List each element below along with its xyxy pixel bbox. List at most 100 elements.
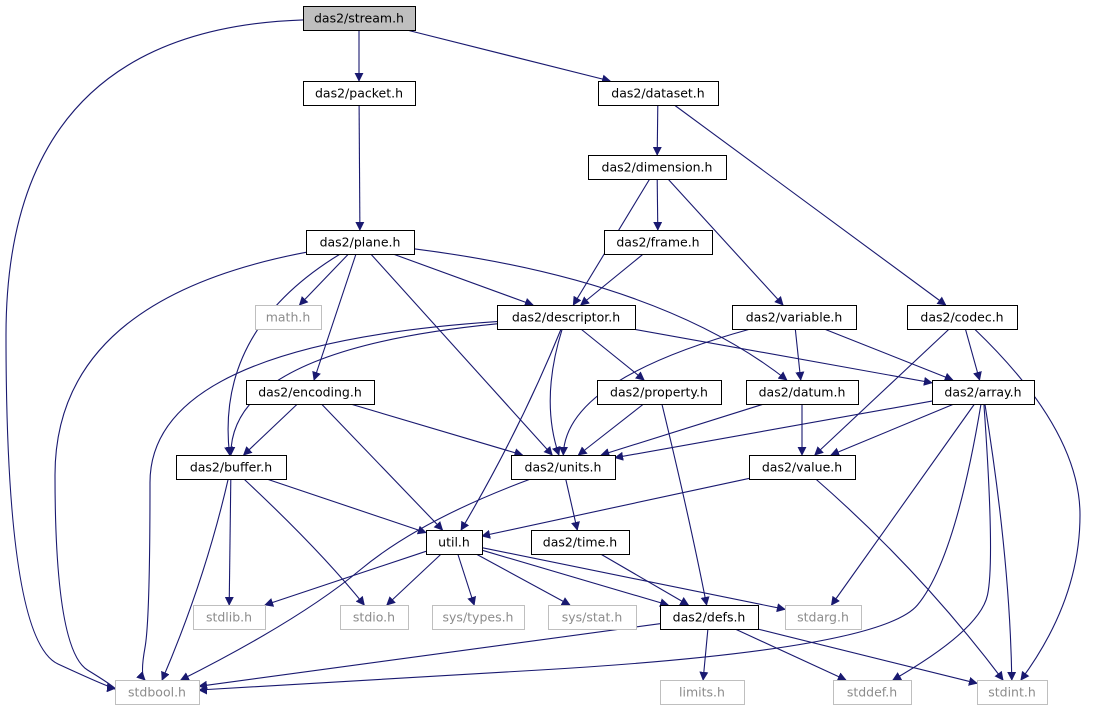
- edge-descriptor-to-util: [460, 328, 562, 531]
- node-time[interactable]: das2/time.h: [531, 530, 630, 555]
- edge-defs-to-stddef: [734, 628, 847, 681]
- edge-util-to-systypes: [457, 553, 477, 606]
- node-box: [660, 605, 759, 630]
- edge-dataset-to-codec: [673, 104, 947, 306]
- node-box: [432, 605, 525, 630]
- node-box: [597, 380, 722, 405]
- node-label: stdint.h: [988, 685, 1036, 700]
- edge-buffer-to-stdio: [243, 478, 365, 606]
- node-label: das2/buffer.h: [190, 460, 272, 475]
- node-encoding[interactable]: das2/encoding.h: [246, 380, 375, 405]
- node-dimension[interactable]: das2/dimension.h: [588, 155, 727, 180]
- edge-descriptor-to-units: [549, 328, 563, 456]
- edge-time-to-defs: [600, 553, 690, 606]
- edge-variable-to-datum: [794, 328, 805, 381]
- node-label: das2/units.h: [525, 460, 602, 475]
- node-datum[interactable]: das2/datum.h: [746, 380, 859, 405]
- node-box: [746, 380, 859, 405]
- node-label: das2/encoding.h: [258, 385, 362, 400]
- node-label: das2/codec.h: [920, 310, 1003, 325]
- edge-plane-to-units: [370, 253, 553, 456]
- node-label: das2/defs.h: [673, 610, 746, 625]
- node-box: [833, 680, 912, 705]
- edge-packet-to-plane: [355, 104, 365, 231]
- node-label: stddef.h: [847, 685, 897, 700]
- edge-dimension-to-frame: [653, 178, 663, 231]
- node-label: das2/frame.h: [616, 235, 699, 250]
- edge-defs-to-limits: [699, 628, 709, 681]
- node-label: math.h: [266, 310, 311, 325]
- edge-plane-to-stdbool: [54, 251, 307, 695]
- edge-array-to-units: [614, 400, 933, 461]
- edge-plane-to-buffer: [224, 253, 341, 456]
- edge-variable-to-array: [823, 328, 954, 382]
- node-box: [340, 605, 409, 630]
- edge-encoding-to-units: [350, 403, 524, 458]
- node-box: [303, 6, 416, 31]
- edge-defs-to-stdint: [757, 628, 978, 686]
- node-label: das2/value.h: [762, 460, 842, 475]
- edge-descriptor-to-property: [580, 328, 645, 381]
- node-units[interactable]: das2/units.h: [511, 455, 616, 480]
- node-box: [604, 230, 713, 255]
- node-box: [932, 380, 1035, 405]
- node-label: das2/dataset.h: [611, 86, 704, 101]
- node-box: [660, 680, 745, 705]
- node-box: [548, 605, 637, 630]
- edge-defs-to-stdbool: [198, 623, 661, 690]
- node-stdint: stdint.h: [977, 680, 1048, 705]
- node-label: stdlib.h: [206, 610, 252, 625]
- node-stdarg: stdarg.h: [785, 605, 862, 630]
- edge-units-to-time: [565, 478, 580, 531]
- node-box: [115, 680, 200, 705]
- node-stdio: stdio.h: [340, 605, 409, 630]
- node-layer: das2/stream.h das2/packet.h das2/dataset.h…: [115, 6, 1048, 705]
- edge-codec-to-value: [814, 328, 950, 456]
- edge-stream-to-dataset: [406, 29, 612, 84]
- node-packet[interactable]: das2/packet.h: [303, 81, 416, 106]
- node-stream[interactable]: das2/stream.h: [303, 6, 416, 31]
- node-box: [497, 305, 636, 330]
- edge-array-to-stddef: [892, 403, 992, 681]
- edge-encoding-to-util: [321, 403, 444, 531]
- node-value[interactable]: das2/value.h: [749, 455, 856, 480]
- edge-buffer-to-stdlib: [224, 478, 234, 606]
- node-variable[interactable]: das2/variable.h: [732, 305, 857, 330]
- edge-frame-to-descriptor: [580, 253, 644, 306]
- edge-buffer-to-util: [266, 478, 427, 535]
- node-box: [907, 305, 1018, 330]
- edge-util-to-stdio: [386, 553, 442, 606]
- edge-dimension-to-variable: [667, 178, 784, 306]
- node-util[interactable]: util.h: [426, 530, 483, 555]
- node-box: [785, 605, 862, 630]
- node-codec[interactable]: das2/codec.h: [907, 305, 1018, 330]
- node-label: das2/variable.h: [746, 310, 843, 325]
- edge-array-to-stdint: [984, 403, 1017, 681]
- node-buffer[interactable]: das2/buffer.h: [176, 455, 287, 480]
- edge-value-to-util: [481, 477, 750, 539]
- node-defs[interactable]: das2/defs.h: [660, 605, 759, 630]
- edge-property-to-defs: [661, 403, 710, 606]
- edge-array-to-value: [830, 403, 955, 457]
- node-label: sys/types.h: [443, 610, 514, 625]
- node-box: [246, 380, 375, 405]
- node-label: das2/descriptor.h: [512, 310, 620, 325]
- edge-layer: [5, 19, 1081, 695]
- node-label: limits.h: [679, 685, 725, 700]
- node-box: [426, 530, 483, 555]
- edge-buffer-to-stdbool: [161, 478, 229, 681]
- node-plane[interactable]: das2/plane.h: [306, 230, 415, 255]
- edge-plane-to-datum: [413, 248, 788, 381]
- node-frame[interactable]: das2/frame.h: [604, 230, 713, 255]
- node-descriptor[interactable]: das2/descriptor.h: [497, 305, 636, 330]
- node-dataset[interactable]: das2/dataset.h: [598, 81, 719, 106]
- node-property[interactable]: das2/property.h: [597, 380, 722, 405]
- node-systypes: sys/types.h: [432, 605, 525, 630]
- node-label: das2/stream.h: [314, 11, 404, 26]
- node-label: stdarg.h: [797, 610, 849, 625]
- node-box: [193, 605, 266, 630]
- node-box: [977, 680, 1048, 705]
- edge-util-to-sysstat: [475, 553, 571, 606]
- node-array[interactable]: das2/array.h: [932, 380, 1035, 405]
- edge-units-to-stdbool: [179, 478, 531, 681]
